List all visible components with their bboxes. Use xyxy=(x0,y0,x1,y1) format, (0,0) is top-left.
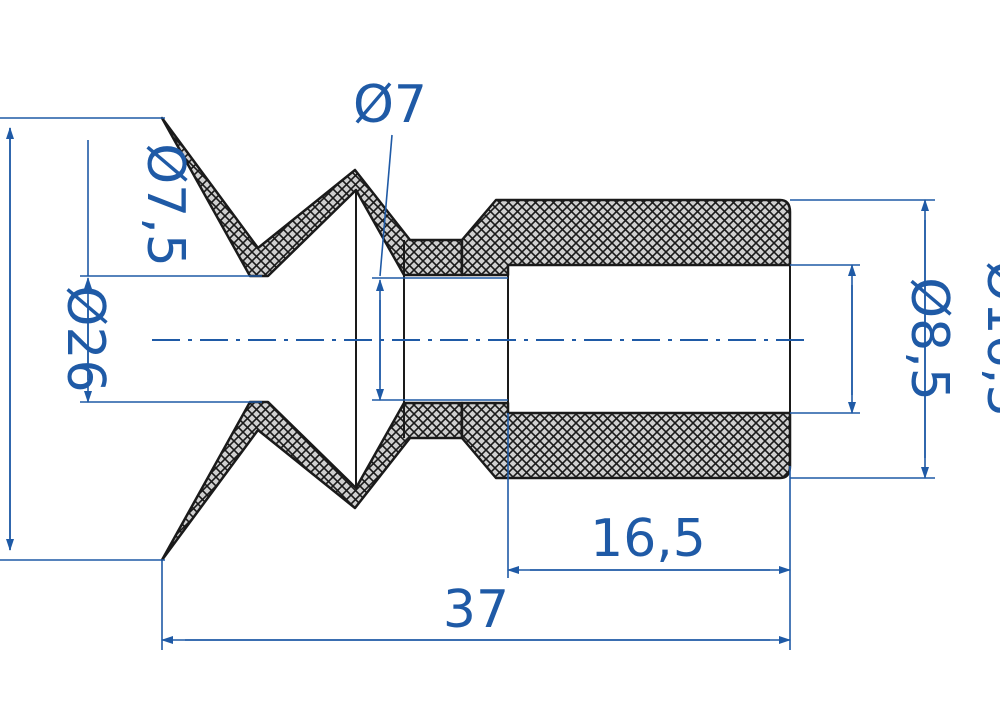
label-dia-7-5: Ø7,5 xyxy=(135,143,195,267)
lower-bellows-wall xyxy=(160,400,464,562)
label-len-37: 37 xyxy=(443,580,509,640)
lower-hub-body xyxy=(460,401,792,480)
label-dia-16-5: Ø16,5 xyxy=(975,261,1000,418)
part-section xyxy=(160,116,792,562)
label-len-16-5: 16,5 xyxy=(590,509,706,569)
label-dia-8-5: Ø8,5 xyxy=(899,277,959,401)
label-dia-26: Ø26 xyxy=(55,285,115,392)
label-dia-7: Ø7 xyxy=(353,75,427,135)
upper-bellows-wall xyxy=(160,116,464,278)
upper-hub-body xyxy=(460,198,792,277)
leader-7 xyxy=(379,134,393,277)
dimensions xyxy=(0,117,935,650)
